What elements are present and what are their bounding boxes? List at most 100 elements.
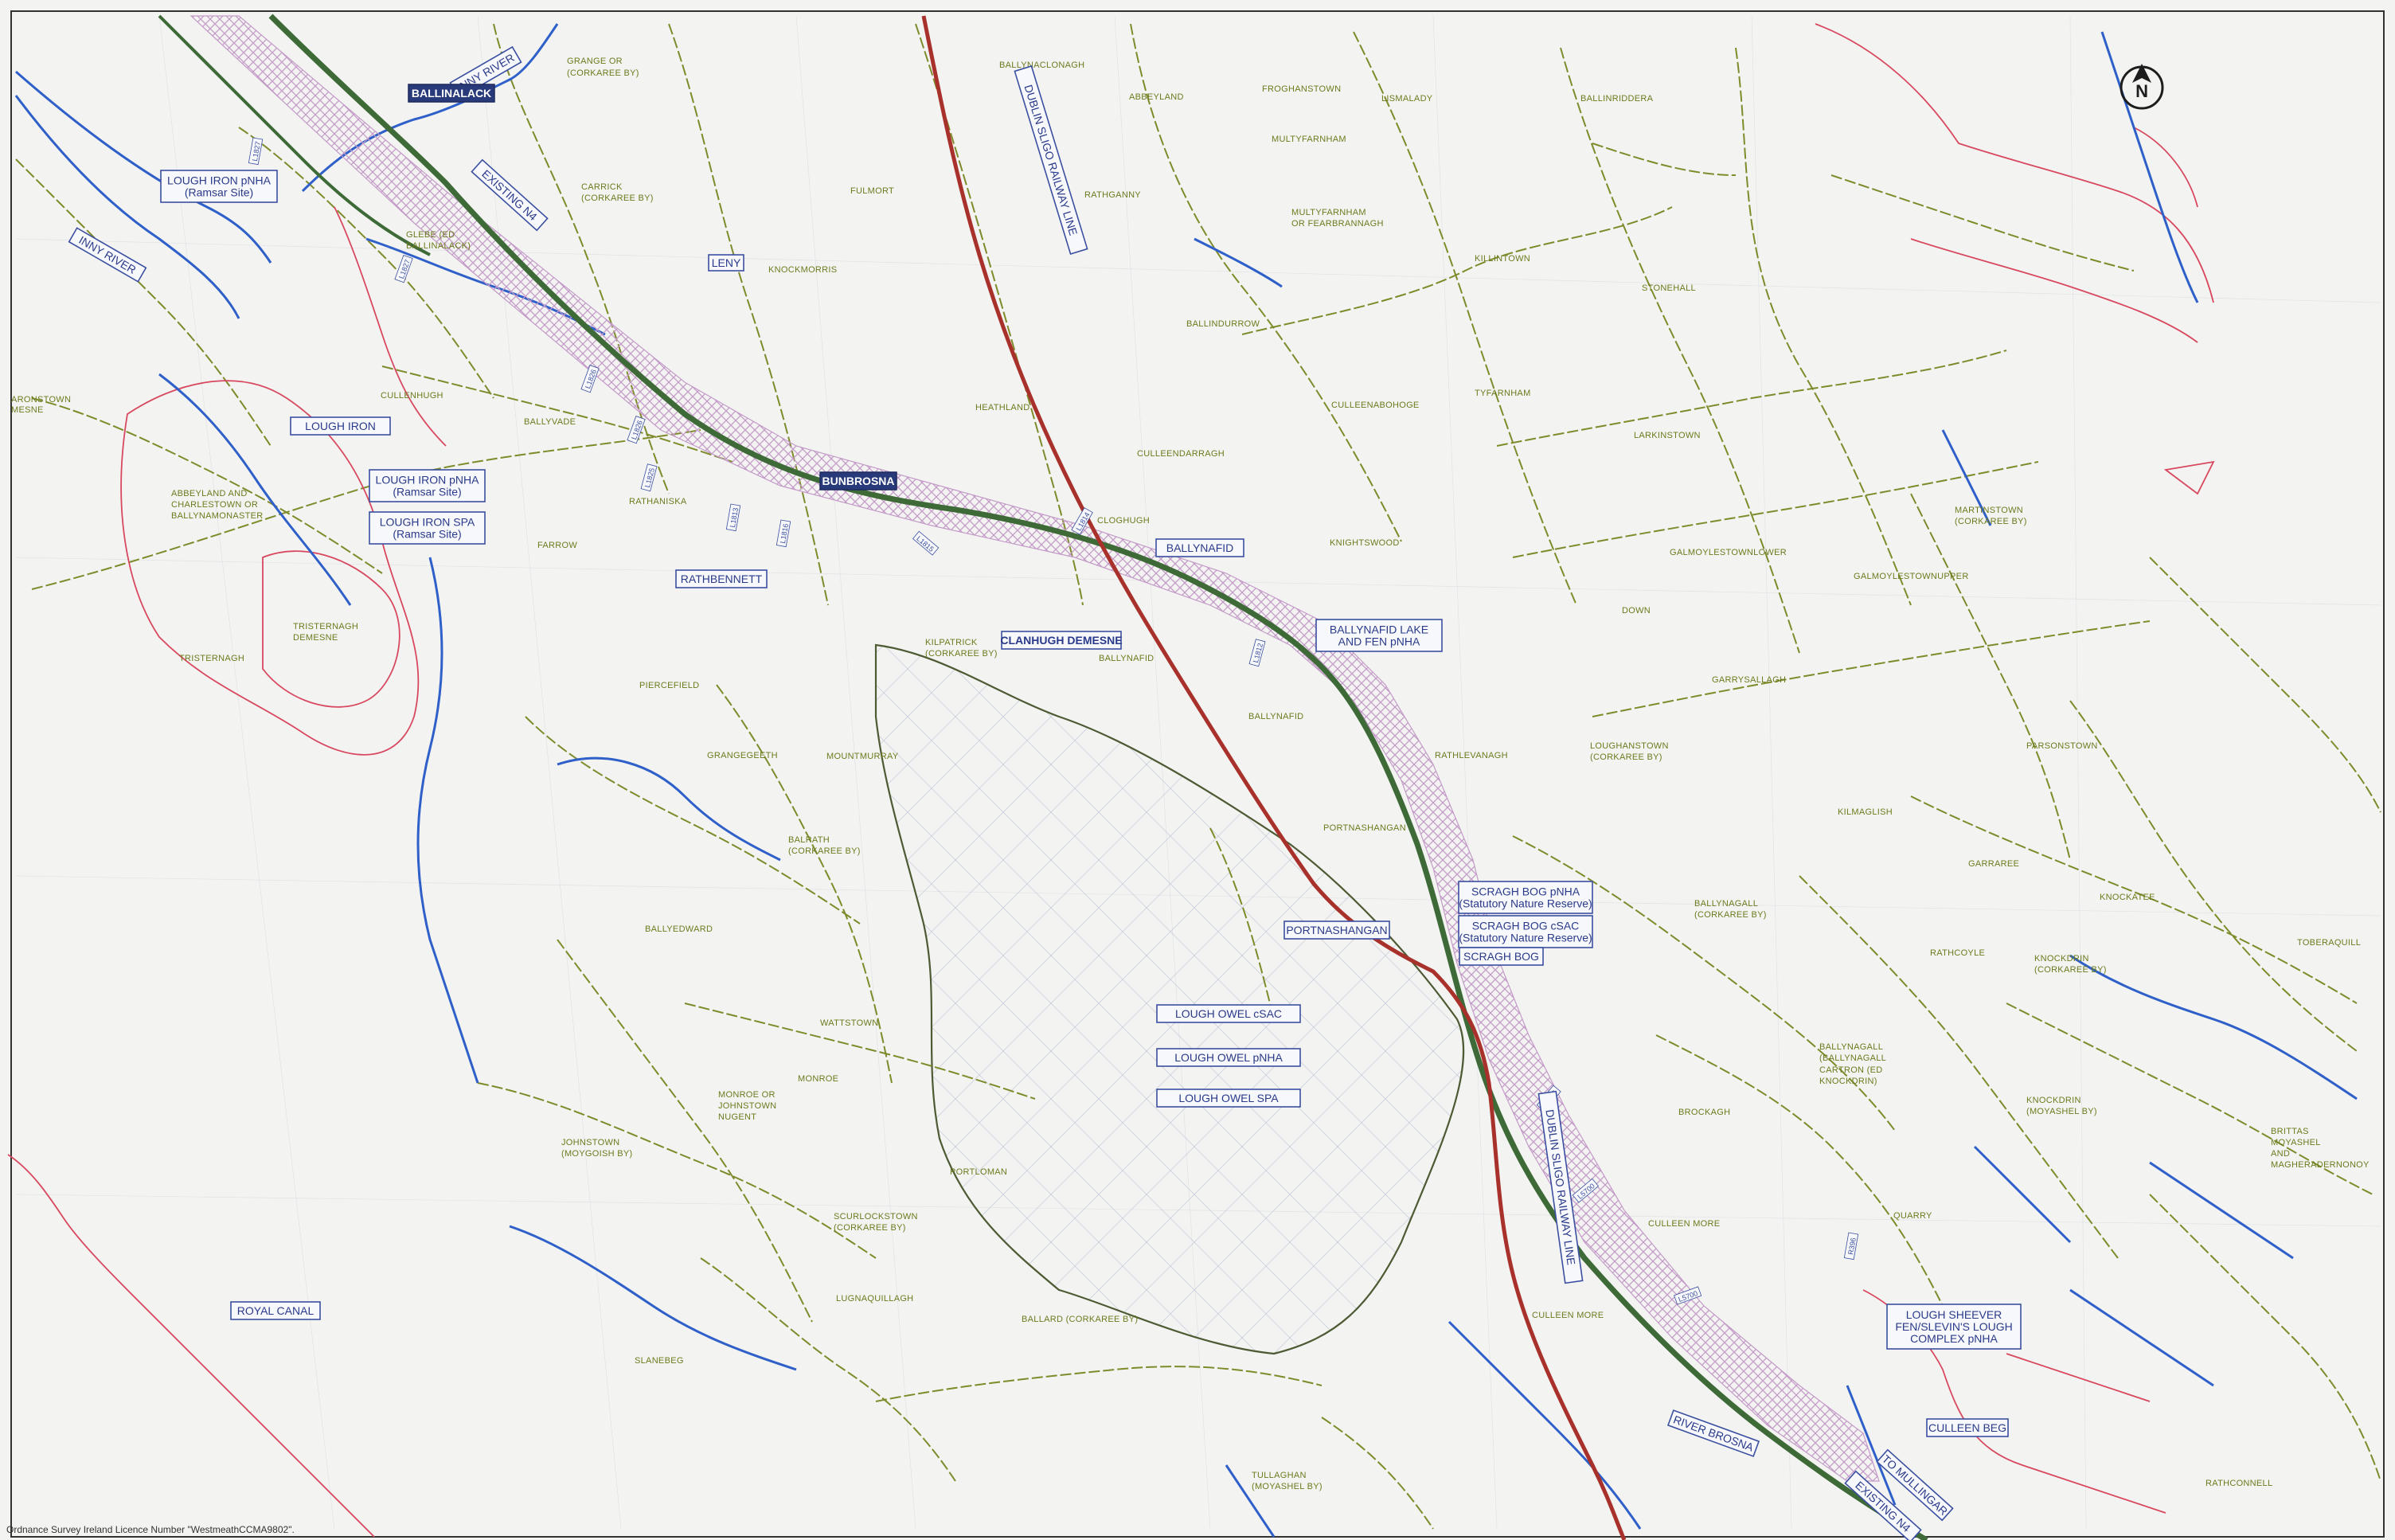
label-box-text: (Ramsar Site): [185, 186, 253, 199]
label-box-ballynafid-box: BALLYNAFID: [1155, 538, 1244, 557]
label-box-lough-owel-csac: LOUGH OWEL cSAC: [1156, 1004, 1301, 1023]
townland-label: GARRYSALLAGH: [1712, 675, 1786, 685]
label-box-text: COMPLEX pNHA: [1910, 1332, 1998, 1345]
townland-label: BALLINRIDDERA: [1580, 94, 1654, 104]
townland-label: ABBEYLAND AND: [171, 489, 248, 498]
townland-label: KILPATRICK: [925, 638, 978, 647]
townland-label: BALLYEDWARD: [645, 924, 713, 934]
townland-label: GALMOYLESTOWNLOWER: [1670, 548, 1787, 557]
label-box-text: LOUGH IRON SPA: [380, 516, 475, 529]
townland-label: SCURLOCKSTOWN: [834, 1212, 918, 1221]
label-box-text: (Ramsar Site): [393, 528, 461, 541]
townland-label: CULLEENABOHOGE: [1331, 401, 1420, 410]
label-box-rathbennett: RATHBENNETT: [675, 569, 768, 588]
svg-text:L1813: L1813: [729, 507, 740, 528]
townland-label: MOYASHEL: [2271, 1138, 2321, 1147]
label-box-royal-canal: ROYAL CANAL: [230, 1301, 321, 1320]
townland-label: TRISTERNAGH: [179, 654, 244, 663]
existing-n4-road: [268, 14, 1928, 1540]
townland-label: PIERCEFIELD: [639, 681, 699, 690]
townland-label: RATHGANNY: [1084, 190, 1141, 200]
townland-label: NUGENT: [718, 1112, 756, 1122]
townland-label: DEMESNE: [293, 633, 338, 643]
townland-label: KNOCKDRIN: [2034, 954, 2089, 963]
label-box-text: AND FEN pNHA: [1338, 635, 1420, 648]
label-box-scragh-bog: SCRAGH BOG: [1459, 947, 1544, 966]
townland-label: (MOYASHEL BY): [1252, 1482, 1323, 1491]
label-box-ballinalack: BALLINALACK: [408, 84, 495, 103]
label-box-portnashangan-box: PORTNASHANGAN: [1283, 920, 1390, 940]
townland-label: KILMAGLISH: [1838, 807, 1893, 817]
label-box-text: PORTNASHANGAN: [1286, 924, 1387, 936]
svg-text:L1816: L1816: [779, 523, 790, 544]
label-box-text: BALLYNAFID: [1166, 541, 1234, 554]
townland-label: KNIGHTSWOOD: [1330, 538, 1400, 548]
townland-label: STONEHALL: [1642, 283, 1696, 293]
label-box-culleen-beg: CULLEEN BEG: [1926, 1418, 2009, 1437]
townland-label: (CORKAREE BY): [834, 1223, 906, 1233]
townland-label: BALLYNAGALL: [1819, 1042, 1883, 1052]
townland-label: GARRAREE: [1968, 859, 2019, 869]
label-box-text: BUNBROSNA: [822, 475, 895, 487]
label-box-text: ROYAL CANAL: [237, 1304, 315, 1317]
label-box-text: LOUGH OWEL SPA: [1178, 1092, 1279, 1104]
townland-label: PARSONSTOWN: [2026, 741, 2098, 751]
townland-label: MONROE: [798, 1074, 838, 1084]
townland-label: BALLYNAGALL: [1694, 899, 1758, 909]
townland-label: (MOYASHEL BY): [2026, 1107, 2097, 1116]
label-box-text: SCRAGH BOG: [1463, 950, 1539, 963]
rivers: [14, 23, 2358, 1538]
svg-text:L1827: L1827: [251, 141, 262, 162]
label-box-text: LOUGH OWEL cSAC: [1175, 1007, 1282, 1020]
townland-label: BALRATH: [788, 835, 830, 845]
label-box-lough-iron-spa: LOUGH IRON SPA(Ramsar Site): [369, 511, 486, 545]
label-box-bunbrosna: BUNBROSNA: [819, 471, 897, 491]
townland-label: (CORKAREE BY): [925, 649, 998, 659]
townland-label: KNOCKDRIN: [2026, 1096, 2081, 1105]
label-box-text: CLANHUGH DEMESNE: [1000, 634, 1122, 647]
label-box-text: LOUGH IRON: [305, 420, 376, 432]
townland-label: (CORKAREE BY): [788, 846, 861, 856]
townland-label: LUGNAQUILLAGH: [836, 1294, 913, 1304]
townland-label: CULLENHUGH: [381, 391, 443, 401]
label-box-lough-owel-pnha: LOUGH OWEL pNHA: [1156, 1048, 1301, 1067]
townland-label: AND: [2271, 1149, 2290, 1159]
townland-label: RATHCONNELL: [2206, 1479, 2272, 1488]
townland-label: LOUGHANSTOWN: [1590, 741, 1669, 751]
label-box-text: BALLINALACK: [412, 87, 491, 100]
label-box-text: (Ramsar Site): [393, 486, 461, 498]
townland-label: MESNE: [11, 405, 44, 415]
label-box-text: LOUGH OWEL pNHA: [1174, 1051, 1283, 1064]
townland-label: PORTLOMAN: [950, 1167, 1007, 1177]
townland-label: CHARLESTOWN OR: [171, 500, 258, 510]
townland-label: CARRICK: [581, 182, 623, 192]
townland-label: (BALLYNAGALL: [1819, 1053, 1886, 1063]
label-box-text: FEN/SLEVIN'S LOUGH: [1895, 1320, 2012, 1333]
townland-label: KNOCKATEE: [2100, 893, 2155, 902]
townland-label: BALLYNAMONASTER: [171, 511, 264, 521]
townland-label: (CORKAREE BY): [2034, 965, 2107, 975]
townland-label: GRANGEGEETH: [707, 751, 778, 760]
label-box-lough-owel-spa: LOUGH OWEL SPA: [1156, 1089, 1301, 1108]
townland-labels: GRANGE OR(CORKAREE BY)BALLYNACLONAGHABBE…: [11, 57, 2370, 1491]
townland-label: RATHCOYLE: [1930, 948, 1985, 958]
scheme-corridor: [189, 15, 1880, 1482]
dublin-sligo-railway: [921, 15, 1627, 1540]
north-label: N: [2135, 81, 2148, 101]
existing-n4-road-spur: [158, 14, 431, 256]
townland-label: FARROW: [537, 541, 577, 550]
townland-label: DOWN: [1622, 606, 1651, 616]
townland-label: KNOCKMORRIS: [768, 265, 837, 275]
townland-label: MONROE OR: [718, 1090, 776, 1100]
label-box-leny: LENY: [708, 254, 744, 272]
townland-label: KNOCKDRIN): [1819, 1077, 1877, 1086]
townland-label: TYFARNHAM: [1475, 389, 1531, 398]
townland-label: BALLARD (CORKAREE BY): [1022, 1315, 1138, 1324]
townland-label: BROCKAGH: [1678, 1108, 1730, 1117]
lough-owel: [874, 643, 1465, 1355]
label-box-text: (Statutory Nature Reserve): [1459, 932, 1592, 944]
townland-label: GLEBE (ED: [406, 230, 455, 240]
label-box-text: CULLEEN BEG: [1928, 1421, 2006, 1434]
